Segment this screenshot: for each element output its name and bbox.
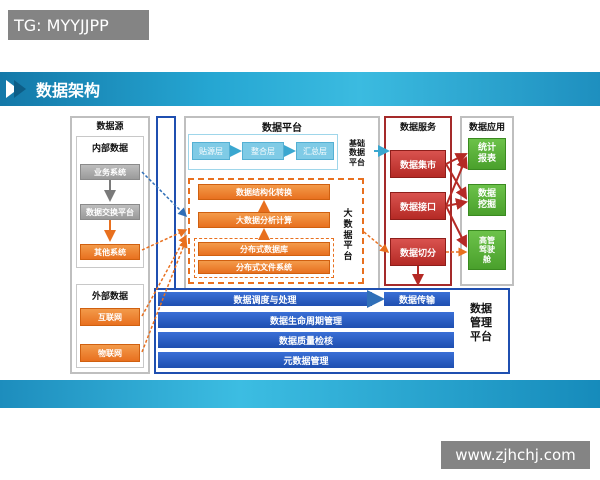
source-layer: 贴源层 [192,142,230,160]
external-data-box [76,284,144,368]
data-mining: 数据 挖掘 [468,184,506,216]
data-mart: 数据集市 [390,150,446,178]
data-interface: 数据接口 [390,192,446,220]
data-platform-title: 数据平台 [262,122,302,134]
base-platform-label: 基础 数据 平台 [349,139,365,167]
data-split: 数据切分 [390,238,446,266]
structured-transform: 数据结构化转换 [198,184,330,200]
business-system: 业务系统 [80,164,140,180]
data-exchange-platform: 数据交换平台 [80,204,140,220]
exec-cockpit: 高管 驾驶 舱 [468,230,506,270]
iot-source: 物联网 [80,344,140,362]
distributed-filesystem: 分布式文件系统 [198,260,330,274]
watermark-top: TG: MYYJJPP [8,10,149,40]
bigdata-compute: 大数据分析计算 [198,212,330,228]
integration-layer: 整合层 [242,142,284,160]
internet-source: 互联网 [80,308,140,326]
external-data-title: 外部数据 [91,291,128,302]
bigdata-platform-label: 大 数 据 平 台 [343,209,353,263]
title-banner [0,72,600,106]
summary-layer: 汇总层 [296,142,334,160]
data-services-title: 数据服务 [399,122,436,133]
dispatch-processing-bar: 数据调度与处理 [158,292,372,306]
logo-icon [6,80,26,98]
lifecycle-bar: 数据生命周期管理 [158,312,454,328]
data-source-title: 数据源 [96,121,124,132]
data-transfer-bar: 数据传输 [384,292,450,306]
quality-check-bar: 数据质量检核 [158,332,454,348]
metadata-bar: 元数据管理 [158,352,454,368]
base-platform-box [188,134,338,170]
footer-band [0,380,600,408]
management-title: 数据 管理 平台 [470,302,492,343]
data-apps-title: 数据应用 [468,122,505,133]
bigdata-platform-box [188,178,364,284]
distributed-database: 分布式数据库 [198,242,330,256]
internal-data-title: 内部数据 [91,143,128,154]
page-title: 数据架构 [36,81,101,100]
stat-reports: 统计 报表 [468,138,506,170]
internal-data-box [76,136,144,268]
watermark-bottom: www.zjhchj.com [441,441,590,469]
other-systems: 其他系统 [80,244,140,260]
